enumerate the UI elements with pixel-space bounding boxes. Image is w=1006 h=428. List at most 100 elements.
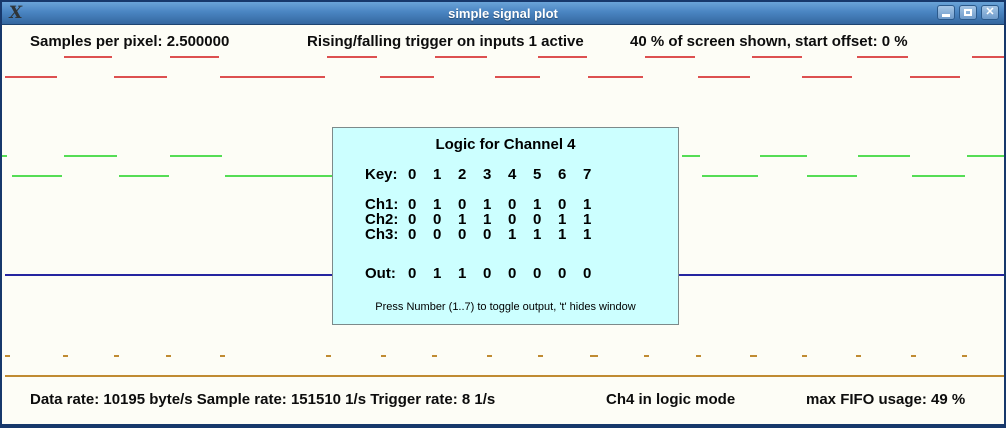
- logic-cell: 0: [433, 226, 442, 243]
- ch1-red-trace-segment: [220, 76, 325, 78]
- logic-cell: 1: [558, 211, 567, 228]
- logic-cell: 0: [558, 196, 567, 213]
- logic-cell: 0: [458, 226, 467, 243]
- ch1-red-trace-segment: [802, 76, 852, 78]
- logic-cell: 0: [558, 265, 567, 282]
- ch1-red-trace-segment: [752, 56, 802, 58]
- logic-cell: 1: [433, 166, 442, 183]
- trigger-info-text: Rising/falling trigger on inputs 1 activ…: [307, 33, 584, 50]
- ch1-red-trace-segment: [380, 76, 434, 78]
- logic-cell: 0: [583, 265, 592, 282]
- logic-cell: 1: [558, 226, 567, 243]
- logic-row-label: Key:: [365, 166, 398, 183]
- ch4-orange-trace-segment: [644, 355, 649, 357]
- ch4-orange-trace-segment: [5, 355, 10, 357]
- titlebar[interactable]: X simple signal plot ✕: [2, 2, 1004, 25]
- logic-cell: 1: [433, 265, 442, 282]
- top-status-row: Samples per pixel: 2.500000 Rising/falli…: [2, 33, 1004, 51]
- ch4-orange-trace-segment: [220, 355, 225, 357]
- window-title: simple signal plot: [448, 5, 558, 21]
- minimize-button[interactable]: [937, 5, 955, 20]
- ch2-green-trace-segment: [2, 155, 7, 157]
- ch1-red-trace-segment: [495, 76, 540, 78]
- ch4-orange-trace-segment: [63, 355, 68, 357]
- logic-row-label: Ch1:: [365, 196, 399, 213]
- logic-cell: 3: [483, 166, 492, 183]
- ch1-red-trace-segment: [857, 56, 908, 58]
- ch2-green-trace-segment: [807, 175, 857, 177]
- logic-cell: 1: [458, 265, 467, 282]
- logic-cell: 0: [433, 211, 442, 228]
- logic-cell: 0: [508, 211, 517, 228]
- maximize-button[interactable]: [959, 5, 977, 20]
- logic-cell: 0: [533, 211, 542, 228]
- bottom-status-row: Data rate: 10195 byte/s Sample rate: 151…: [2, 391, 1004, 409]
- ch2-green-trace-segment: [912, 175, 965, 177]
- ch4-orange-trace-segment: [538, 355, 543, 357]
- ch2-green-trace-segment: [967, 155, 1004, 157]
- logic-cell: 0: [508, 196, 517, 213]
- ch4-orange-trace-segment: [326, 355, 331, 357]
- logic-cell: 0: [408, 265, 417, 282]
- ch1-red-trace-segment: [698, 76, 750, 78]
- fifo-usage-text: max FIFO usage: 49 %: [806, 391, 966, 408]
- maximize-icon: [964, 9, 972, 16]
- logic-row-ch1: Ch1: 0 1 0 1 0 1 0 1: [365, 197, 678, 212]
- ch4-orange-trace-segment: [432, 355, 437, 357]
- ch4-orange-trace-segment: [856, 355, 861, 357]
- logic-cell: 6: [558, 166, 567, 183]
- logic-cell: 1: [508, 226, 517, 243]
- logic-dialog[interactable]: Logic for Channel 4 Key: 0 1 2 3 4 5 6 7…: [332, 127, 679, 325]
- ch2-green-trace-segment: [858, 155, 910, 157]
- ch4-orange-trace-segment: [696, 355, 701, 357]
- ch1-red-trace-segment: [588, 76, 643, 78]
- logic-dialog-title: Logic for Channel 4: [435, 136, 576, 153]
- screen-shown-text: 40 % of screen shown, start offset: 0 %: [630, 33, 908, 50]
- logic-cell: 7: [583, 166, 592, 183]
- ch1-red-trace-segment: [114, 76, 167, 78]
- ch4-orange-trace-segment: [5, 375, 1004, 377]
- logic-mode-text: Ch4 in logic mode: [606, 391, 736, 408]
- logic-cell: 1: [458, 211, 467, 228]
- logic-row-out: Out: 0 1 1 0 0 0 0 0: [365, 266, 678, 281]
- logic-cell: 0: [483, 265, 492, 282]
- ch4-orange-trace-segment: [802, 355, 807, 357]
- logic-cell: 1: [583, 211, 592, 228]
- ch4-orange-trace-segment: [962, 355, 967, 357]
- logic-row-label: Ch2:: [365, 211, 399, 228]
- window-controls: ✕: [937, 5, 999, 20]
- logic-cell: 4: [508, 166, 517, 183]
- logic-dialog-hint: Press Number (1..7) to toggle output, 't…: [375, 301, 636, 313]
- ch4-orange-trace-segment: [166, 355, 171, 357]
- logic-cell: 5: [533, 166, 542, 183]
- logic-row-label: Out:: [365, 265, 396, 282]
- ch2-green-trace-segment: [119, 175, 169, 177]
- ch4-orange-trace-segment: [590, 355, 598, 357]
- ch4-orange-trace-segment: [750, 355, 757, 357]
- ch1-red-trace-segment: [5, 76, 57, 78]
- logic-cell: 0: [533, 265, 542, 282]
- close-icon: ✕: [985, 6, 995, 18]
- ch2-green-trace-segment: [702, 175, 758, 177]
- logic-row-ch3: Ch3: 0 0 0 0 1 1 1 1: [365, 227, 678, 242]
- ch2-green-trace-segment: [760, 155, 807, 157]
- ch1-red-trace-segment: [645, 56, 695, 58]
- logic-cell: 0: [408, 226, 417, 243]
- logic-cell: 0: [408, 196, 417, 213]
- close-button[interactable]: ✕: [981, 5, 999, 20]
- ch2-green-trace-segment: [682, 155, 700, 157]
- ch1-red-trace-segment: [538, 56, 587, 58]
- logic-cell: 0: [483, 226, 492, 243]
- logic-cell: 1: [583, 196, 592, 213]
- ch1-red-trace-segment: [327, 56, 377, 58]
- ch4-orange-trace-segment: [487, 355, 492, 357]
- ch1-red-trace-segment: [170, 56, 219, 58]
- logic-cell: 1: [433, 196, 442, 213]
- ch1-red-trace-segment: [64, 56, 112, 58]
- ch4-orange-trace-segment: [114, 355, 119, 357]
- logic-cell: 1: [533, 226, 542, 243]
- logic-cell: 0: [508, 265, 517, 282]
- ch1-red-trace-segment: [972, 56, 1004, 58]
- logic-table: Key: 0 1 2 3 4 5 6 7 Ch1: 0 1 0 1 0 1 0 …: [365, 167, 678, 281]
